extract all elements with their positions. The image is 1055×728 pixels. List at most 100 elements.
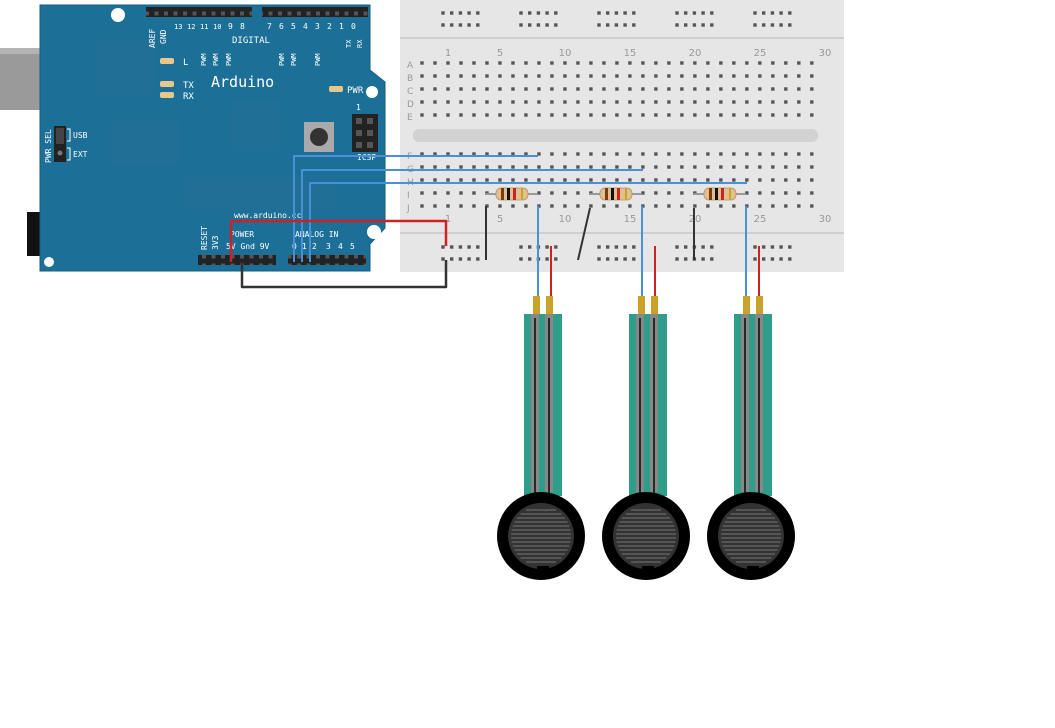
digital-label: DIGITAL: [232, 36, 270, 46]
led-rx-label: RX: [183, 92, 194, 102]
pwr-sel-label: PWR SEL: [44, 129, 53, 163]
force-sensor: [602, 296, 690, 580]
col-number: 20: [689, 48, 702, 59]
row-letter: E: [407, 113, 413, 123]
row-letter: A: [407, 61, 414, 71]
col-number: 15: [624, 48, 637, 59]
analog-pin-label: 2: [312, 242, 317, 251]
col-number: 1: [445, 214, 451, 225]
digital-pin-label: 8: [240, 22, 245, 31]
digital-pin-label: 3: [315, 22, 320, 31]
col-number: 30: [819, 214, 832, 225]
digital-pin-label: 2: [327, 22, 332, 31]
col-number: 5: [497, 48, 503, 59]
tx-pin-label: TX: [345, 39, 353, 48]
digital-pin-label: 11: [200, 23, 208, 31]
pwm-label: PWM: [290, 53, 298, 66]
wire-a2: [309, 182, 747, 262]
pwm-label: PWM: [200, 53, 208, 66]
led-tx: TX: [160, 81, 194, 91]
analog-in-label: ANALOG IN: [295, 230, 339, 239]
pwm-label: PWM: [278, 53, 286, 66]
col-number: 15: [624, 214, 637, 225]
digital-pin-label: 4: [303, 22, 308, 31]
analog-pin-label: 3: [326, 242, 331, 251]
digital-pin-label: 6: [279, 22, 284, 31]
row-letter: D: [407, 100, 414, 110]
resistors: [486, 187, 746, 201]
analog-pin-label: 1: [302, 242, 307, 251]
icsp-label: ICSP: [357, 153, 376, 162]
led-pwr: PWR: [329, 86, 364, 96]
icsp-pin1-label: 1: [356, 103, 361, 112]
resistor: [694, 187, 746, 201]
gnd-label: GND: [159, 29, 168, 44]
col-number: 10: [559, 48, 572, 59]
led-l: L: [160, 58, 188, 68]
row-letter: B: [407, 74, 413, 84]
row-letter: C: [407, 87, 413, 97]
power-header: [198, 255, 276, 265]
mounting-hole: [367, 225, 381, 239]
rx-pin-label: RX: [356, 39, 364, 48]
power-pins-label: 5V Gnd 9V: [226, 242, 270, 251]
ext-label: EXT: [73, 150, 88, 159]
col-number: 10: [559, 214, 572, 225]
power-select-jumper: PWR SEL USB EXT: [44, 126, 88, 163]
gnd-jumper: [577, 207, 591, 261]
mounting-hole: [111, 8, 125, 22]
col-number: 25: [754, 48, 767, 59]
digital-pin-label: 7: [267, 22, 272, 31]
force-sensors: [497, 296, 795, 580]
breadboard-holes: [420, 11, 814, 261]
center-channel: [413, 129, 818, 142]
analog-pin-label: 4: [338, 242, 343, 251]
led-rx: RX: [160, 92, 194, 102]
col-number: 25: [754, 214, 767, 225]
website-label: www.arduino.cc: [234, 211, 302, 220]
led-tx-label: TX: [183, 81, 194, 91]
wire-a0: [293, 155, 538, 262]
digital-pin-label: 12: [187, 23, 195, 31]
breadboard: 1 5 10 15 20 25 30 1 5 10 15 20 25 30 A …: [400, 0, 844, 272]
analog-header: [288, 255, 366, 265]
digital-pin-label: 0: [351, 22, 356, 31]
col-number: 1: [445, 48, 451, 59]
usb-label: USB: [73, 131, 88, 140]
digital-header-right: [262, 7, 368, 17]
icsp-header: 1 ICSP: [352, 103, 378, 162]
wire-5v: [229, 219, 448, 262]
mounting-hole: [44, 257, 54, 267]
wire-a1: [301, 169, 643, 262]
col-number: 5: [497, 214, 503, 225]
row-letter: J: [406, 204, 410, 214]
digital-pin-label: 1: [339, 22, 344, 31]
force-sensor: [497, 296, 585, 580]
analog-pin-label: 5: [350, 242, 355, 251]
digital-pin-label: 13: [174, 23, 182, 31]
digital-header-left: [146, 7, 252, 17]
wires-board: [229, 155, 747, 289]
reset-label: RESET: [200, 226, 209, 250]
v33-label: 3V3: [211, 235, 220, 250]
resistor: [486, 187, 538, 201]
arduino-logo-text: Arduino: [211, 73, 274, 91]
wire-gnd: [240, 260, 448, 289]
row-letter: I: [407, 191, 410, 201]
resistor: [590, 187, 642, 201]
pwr-label: PWR: [347, 86, 364, 96]
digital-pin-label: 9: [228, 22, 233, 31]
breadboard-jumpers: [485, 206, 760, 300]
led-l-label: L: [183, 58, 188, 68]
arduino-board: AREF GND 13 12 11 10 9 8 7 6 5 4 3 2 1 0…: [39, 4, 386, 272]
col-number: 30: [819, 48, 832, 59]
pwm-label: PWM: [212, 53, 220, 66]
column-numbers-top: 1 5 10 15 20 25 30: [445, 48, 832, 59]
power-label: POWER: [230, 230, 254, 239]
force-sensor: [707, 296, 795, 580]
digital-pin-label: 5: [291, 22, 296, 31]
pwm-label: PWM: [314, 53, 322, 66]
aref-label: AREF: [148, 29, 157, 48]
reset-button[interactable]: [304, 122, 334, 152]
